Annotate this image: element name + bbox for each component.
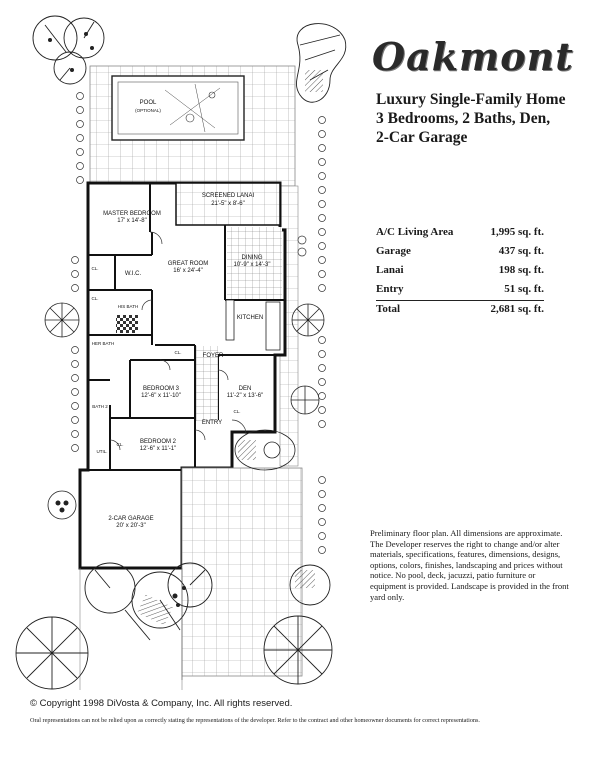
bedroom3-dims: 12'-6" x 11'-10": [141, 393, 181, 399]
her-bath-label: HER BATH: [92, 341, 114, 346]
kitchen-counter: [225, 299, 235, 341]
area-label: Garage: [376, 244, 411, 257]
area-label: A/C Living Area: [376, 225, 454, 238]
bath2-label: BATH 2: [92, 404, 108, 409]
square-footage-table: A/C Living Area 1,995 sq. ft. Garage 437…: [376, 222, 544, 317]
area-label: Lanai: [376, 263, 404, 276]
disclaimer-text: Oral representations can not be relied u…: [30, 717, 480, 724]
master-bedroom-dims: 17' x 14'-8": [117, 218, 146, 224]
kitchen-label: KITCHEN: [237, 315, 263, 321]
foyer-label: FOYER: [203, 353, 224, 359]
master-bedroom-name: MASTER BEDROOM: [103, 211, 161, 217]
pool: [111, 75, 245, 141]
tree-icon: [296, 23, 347, 103]
pool-label: POOL: [140, 100, 157, 106]
closet-label-2: CL.: [91, 296, 98, 301]
dining-name: DINING: [242, 255, 263, 261]
subtitle-line-2: 3 Bedrooms, 2 Baths, Den,: [376, 110, 551, 127]
dining-floor: [227, 227, 282, 299]
den-name: DEN: [239, 386, 252, 392]
area-row: Garage 437 sq. ft.: [376, 241, 544, 260]
floor-plan-drawing: POOL (OPTIONAL) SCREENED LANAI 21'-5" x …: [15, 15, 347, 690]
area-value: 1,995 sq. ft.: [490, 225, 544, 238]
copyright-notice: © Copyright 1998 DiVosta & Company, Inc.…: [30, 698, 293, 709]
area-row: Lanai 198 sq. ft.: [376, 260, 544, 279]
tree-icon: [289, 564, 331, 606]
great-room-name: GREAT ROOM: [168, 261, 208, 267]
screened-lanai-dims: 21'-5" x 8'-6": [211, 201, 245, 207]
bedroom2-dims: 12'-6" x 11'-1": [140, 446, 176, 452]
pool-note: (OPTIONAL): [135, 108, 161, 113]
area-value: 437 sq. ft.: [498, 244, 544, 257]
closet-label-3: CL.: [174, 350, 181, 355]
subtitle-line-1: Luxury Single-Family Home: [376, 91, 566, 108]
model-subtitle: Luxury Single-Family Home 3 Bedrooms, 2 …: [376, 90, 586, 147]
area-label: Entry: [376, 282, 404, 295]
foyer-floor: [196, 346, 218, 421]
den-dims: 11'-2" x 13'-6": [227, 393, 263, 399]
garage-dims: 20' x 20'-3": [116, 523, 145, 529]
bedroom2-name: BEDROOM 2: [140, 439, 177, 445]
tree-icon: [32, 15, 78, 61]
planter-icon: [234, 429, 296, 471]
util-label: UTIL.: [96, 449, 107, 454]
closet-label-1: CL.: [91, 266, 98, 271]
subtitle-line-3: 2-Car Garage: [376, 129, 468, 146]
screened-lanai: [175, 182, 281, 226]
area-total-label: Total: [376, 303, 401, 315]
driveway: [181, 467, 303, 677]
his-bath-label: HIS BATH: [118, 304, 138, 309]
wic-label: W.I.C.: [125, 271, 142, 277]
great-room-dims: 16' x 24'-4": [173, 268, 202, 274]
screened-lanai-name: SCREENED LANAI: [202, 193, 255, 199]
garage-name: 2-CAR GARAGE: [108, 516, 153, 522]
preliminary-notes: Preliminary floor plan. All dimensions a…: [370, 528, 569, 602]
area-row: A/C Living Area 1,995 sq. ft.: [376, 222, 544, 241]
shrub-icon: [47, 490, 77, 520]
model-title: Oakmont: [372, 34, 574, 79]
dining-dims: 10'-9" x 14'-3": [234, 262, 271, 268]
entry-label: ENTRY: [202, 420, 222, 426]
area-total-row: Total 2,681 sq. ft.: [376, 300, 544, 317]
closet-label-4: CL.: [116, 442, 123, 447]
closet-label-5: CL.: [233, 409, 240, 414]
bedroom3-name: BEDROOM 3: [143, 386, 180, 392]
master-bath-floor: [116, 315, 138, 333]
area-row: Entry 51 sq. ft.: [376, 279, 544, 298]
area-value: 51 sq. ft.: [504, 282, 544, 295]
area-total-value: 2,681 sq. ft.: [490, 303, 544, 315]
area-value: 198 sq. ft.: [498, 263, 544, 276]
